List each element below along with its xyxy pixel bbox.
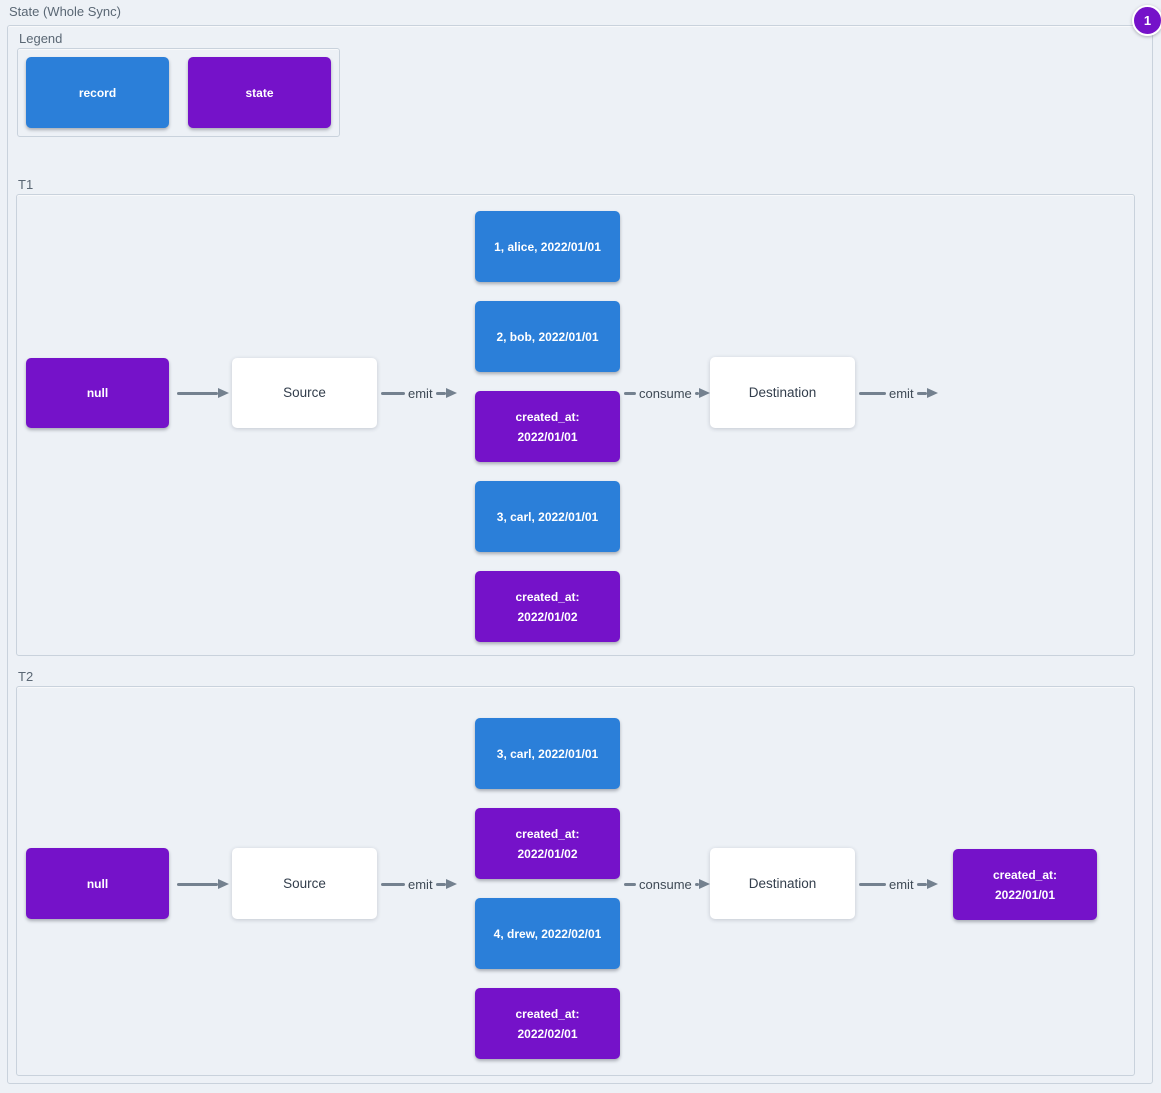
t2-output-state-node: created_at: 2022/01/01 [953,849,1097,920]
arrow-line [916,882,927,886]
section-t2-label: T2 [18,669,34,684]
arrow-line [177,391,218,395]
t1-message-node: created_at: 2022/01/01 [475,391,620,462]
arrow-line [694,882,699,886]
t2-source-node: Source [232,848,377,919]
arrow-line [177,882,218,886]
t1-message-node: created_at: 2022/01/02 [475,571,620,642]
t2-consume-connector: consume [624,876,710,892]
t1-message-node: 3, carl, 2022/01/01 [475,481,620,552]
t2-message-node: 4, drew, 2022/02/01 [475,898,620,969]
arrowhead-icon [698,388,710,398]
arrowhead-icon [926,879,938,889]
arrow-line [381,391,405,395]
t2-message-node: created_at: 2022/01/02 [475,808,620,879]
annotation-badge: 1 [1132,5,1161,36]
arrow-line [381,882,405,886]
arrowhead-icon [218,879,229,889]
connector-label: emit [889,385,914,401]
arrow-line [435,882,446,886]
t2-emit-connector: emit [381,876,457,892]
connector-label: consume [639,385,692,401]
arrow-line [624,391,636,395]
arrowhead-icon [445,388,457,398]
arrow-line [916,391,927,395]
t2-input-state-node: null [26,848,169,919]
arrow-line [624,882,636,886]
connector-label: emit [889,876,914,892]
legend-frame [17,48,340,137]
arrowhead-icon [698,879,710,889]
t1-message-node: 2, bob, 2022/01/01 [475,301,620,372]
diagram-title: State (Whole Sync) [9,4,121,19]
connector-label: emit [408,876,433,892]
t2-destination-node: Destination [710,848,855,919]
section-t1-frame [16,194,1135,656]
t1-emit-connector: emit [381,385,457,401]
arrowhead-icon [445,879,457,889]
arrow-line [435,391,446,395]
connector-label: consume [639,876,692,892]
t2-message-node: created_at: 2022/02/01 [475,988,620,1059]
section-t2-frame [16,686,1135,1076]
arrow-line [694,391,699,395]
t1-emit-out-connector: emit [859,385,938,401]
legend-record-swatch: record [26,57,169,128]
connector-label: emit [408,385,433,401]
arrow-line [859,391,886,395]
t2-input-arrow [177,878,229,890]
legend-state-swatch: state [188,57,331,128]
t2-message-node: 3, carl, 2022/01/01 [475,718,620,789]
t1-input-state-node: null [26,358,169,428]
t1-input-arrow [177,387,229,399]
legend-label: Legend [19,31,63,46]
t1-source-node: Source [232,358,377,428]
arrow-line [859,882,886,886]
arrowhead-icon [218,388,229,398]
section-t1-label: T1 [18,177,34,192]
arrowhead-icon [926,388,938,398]
t1-consume-connector: consume [624,385,710,401]
t2-emit-out-connector: emit [859,876,938,892]
t1-message-node: 1, alice, 2022/01/01 [475,211,620,282]
t1-destination-node: Destination [710,357,855,428]
diagram-outer-frame [7,25,1153,1084]
